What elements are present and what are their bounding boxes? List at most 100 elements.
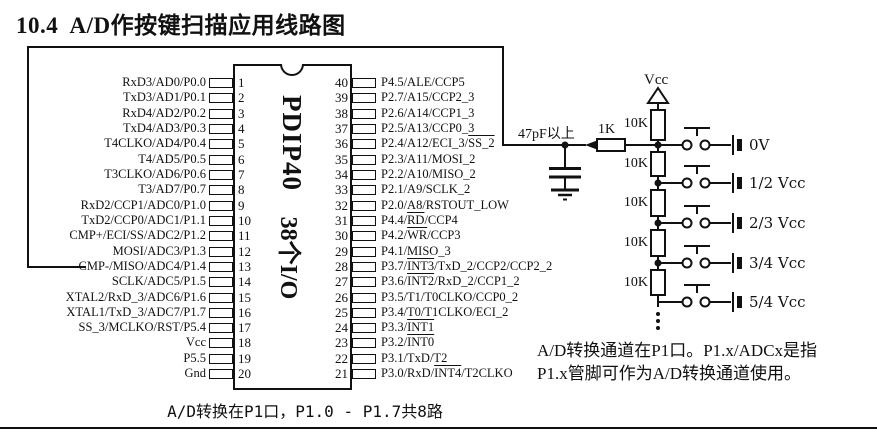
bottom-rule [0, 427, 877, 429]
pin-number: 1 [238, 75, 245, 90]
pin-number: 21 [335, 366, 348, 382]
pin-number: 38 [335, 105, 348, 121]
resistor-10k-body [650, 151, 666, 177]
pin-number: 24 [335, 320, 348, 336]
pin-box [352, 307, 376, 318]
key-voltage-label: 1/2 Vcc [749, 174, 806, 192]
pin-label: P3.4/T0/T1CLKO/ECI_2 [381, 304, 509, 319]
pin-number: 2 [238, 90, 245, 106]
pin-number: 32 [335, 197, 348, 213]
key-switch [658, 205, 742, 233]
continuation-dots-icon [656, 312, 660, 330]
pin-label: P2.2/A10/MISO_2 [381, 166, 476, 181]
chip-caption: A/D转换在P1口，P1.0 - P1.7共8路 [167, 402, 443, 421]
pin-number: 5 [238, 136, 245, 152]
pin-box [352, 78, 376, 88]
resistor-10k-label: 10K [623, 274, 648, 290]
pin-number: 16 [238, 304, 251, 320]
key-switch [658, 165, 742, 193]
pin-box [209, 231, 233, 242]
pin-box [209, 108, 233, 119]
pin-label: Gnd [184, 366, 206, 381]
current-arrow [585, 140, 597, 150]
pin-number: 18 [238, 335, 251, 351]
pin-box [352, 246, 376, 257]
key-voltage-label: 0V [749, 136, 770, 154]
pin-label: Vcc [185, 335, 206, 350]
pin-label: TxD2/CCP0/ADC1/P1.1 [81, 212, 206, 227]
filter-capacitor [549, 141, 581, 189]
pin-box [352, 261, 376, 272]
vcc-symbol [646, 86, 670, 110]
pin-box [352, 277, 376, 288]
pin-number: 13 [238, 258, 251, 274]
pin-number: 29 [335, 243, 348, 259]
pin-box [352, 185, 376, 196]
pin-number: 11 [238, 228, 251, 244]
pin-label: P4.1/MISO_3 [381, 243, 451, 258]
pin-box [352, 369, 376, 380]
pin-number: 20 [238, 366, 251, 382]
note-line-1: A/D转换通道在P1口。P1.x/ADCx是指 [537, 341, 818, 360]
pin-number: 26 [335, 289, 348, 305]
pin-label: P2.0/A8/RSTOUT_LOW [381, 197, 509, 212]
pin-label: XTAL1/TxD_3/ADC7/P1.7 [66, 304, 206, 319]
p14-key-wire [27, 46, 586, 268]
pin-label: P4.4/RD/CCP4 [381, 212, 458, 227]
resistor-10k-body [650, 189, 666, 217]
pin-label: SCLK/ADC5/P1.5 [111, 274, 206, 289]
pin-number: 28 [335, 258, 348, 274]
pin-box [352, 124, 376, 134]
pin-number: 8 [238, 182, 245, 198]
pin-label: P3.5/T1/T0CLKO/CCP0_2 [381, 289, 519, 304]
pin-box [209, 215, 233, 226]
pin-box [209, 185, 233, 196]
pin-box [209, 139, 233, 150]
key-switch [658, 245, 742, 273]
pin-label: MOSI/ADC3/P1.3 [112, 243, 206, 258]
pin-number: 3 [238, 105, 245, 121]
pin-box [352, 200, 376, 211]
pin-label: TxD3/AD1/P0.1 [123, 90, 206, 105]
pin-box [209, 261, 233, 272]
resistor-10k-label: 10K [623, 156, 648, 171]
chip-body [233, 64, 352, 390]
page-title: 10.4 A/D作按键扫描应用线路图 [16, 13, 346, 38]
pin-number: 17 [238, 320, 251, 336]
resistor-10k-body [650, 229, 666, 257]
pin-box [352, 139, 376, 150]
pin-box [352, 169, 376, 180]
pin-label: P2.4/A12/ECI_3/SS_2 [381, 136, 495, 151]
pin-label: SS_3/MCLKO/RST/P5.4 [78, 320, 206, 335]
pin-label: RxD4/AD2/P0.2 [122, 105, 206, 120]
resistor-10k-body [650, 269, 666, 296]
pin-label: XTAL2/RxD_3/ADC6/P1.6 [65, 289, 206, 304]
pin-number: 33 [335, 182, 348, 198]
pin-number: 40 [335, 75, 348, 90]
pin-label: CMP+/ECI/SS/ADC2/P1.2 [69, 228, 206, 243]
pin-number: 19 [238, 350, 251, 366]
pin-box [209, 353, 233, 364]
key-switch-group [650, 127, 742, 312]
pin-box [352, 231, 376, 242]
pin-number: 27 [335, 274, 348, 290]
pin-label: P3.0/RxD/INT4/T2CLKO [381, 366, 513, 381]
pin-box [209, 292, 233, 303]
pin-label: T4/AD5/P0.5 [138, 151, 206, 166]
pin-label: P5.5 [183, 350, 206, 365]
pin-label: P2.5/A13/CCP0_3 [381, 121, 475, 135]
pin-box [352, 108, 376, 119]
pin-box [209, 323, 233, 334]
pin-number: 34 [335, 166, 348, 182]
pin-number: 7 [238, 166, 245, 182]
pin-label: P2.1/A9/SCLK_2 [381, 182, 471, 197]
pin-box [209, 93, 233, 104]
pin-label: RxD3/AD0/P0.0 [122, 75, 206, 89]
key-switch [658, 284, 742, 312]
pin-number: 39 [335, 90, 348, 106]
pin-number: 36 [335, 136, 348, 152]
pin-label: P3.3/INT1 [381, 320, 435, 335]
pin-box [352, 93, 376, 104]
